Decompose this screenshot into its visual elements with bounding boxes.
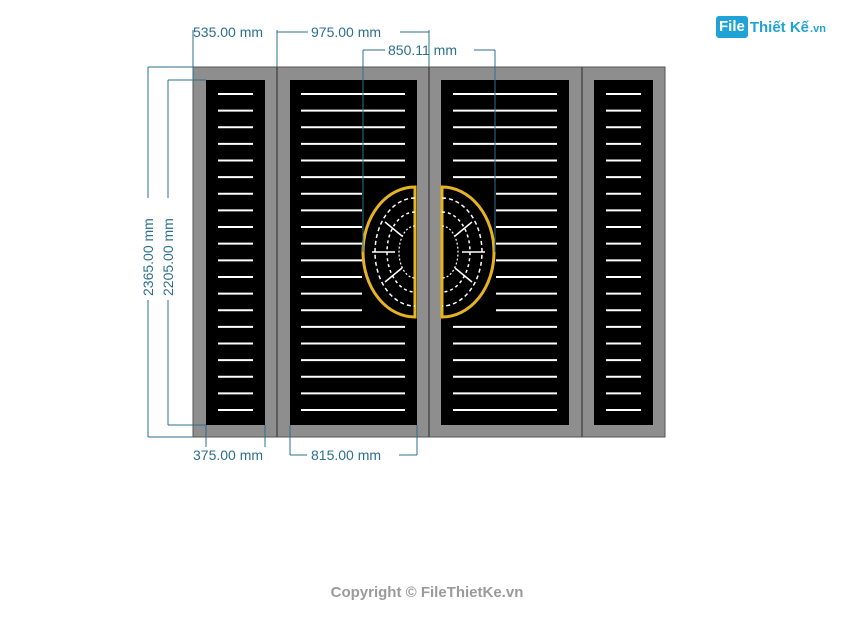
emblem-right-half	[440, 185, 496, 319]
dimension-top-850: 850.11 mm	[362, 42, 496, 252]
panel-inner-4	[594, 80, 653, 425]
emblem-left-half	[361, 185, 417, 319]
logo-name: Thiết Kế	[749, 18, 810, 36]
logo-suffix: .vn	[810, 23, 826, 35]
dimension-label: 975.00 mm	[311, 24, 381, 40]
filethietke-logo[interactable]: File Thiết Kế .vn	[716, 14, 826, 40]
dimension-bottom-375: 375.00 mm	[193, 425, 266, 463]
dimension-top-535: 535.00 mm	[192, 24, 308, 80]
panel-inner-1	[206, 80, 265, 425]
dimension-label: 2365.00 mm	[140, 218, 156, 296]
dimension-left-2205: 2205.00 mm	[160, 79, 206, 426]
slats-group	[218, 93, 641, 411]
dimension-label: 535.00 mm	[193, 24, 263, 40]
logo-mark: File	[716, 16, 748, 38]
dimension-bottom-815: 815.00 mm	[289, 425, 418, 463]
dimension-top-975: 975.00 mm	[311, 24, 430, 67]
dimension-label: 850.11 mm	[388, 42, 457, 58]
dimension-label: 375.00 mm	[193, 447, 263, 463]
dimension-label: 815.00 mm	[311, 447, 381, 463]
dimension-left-2365: 2365.00 mm	[140, 66, 193, 438]
dimension-label: 2205.00 mm	[160, 218, 176, 296]
copyright-text: Copyright © FileThietKe.vn	[330, 584, 524, 601]
